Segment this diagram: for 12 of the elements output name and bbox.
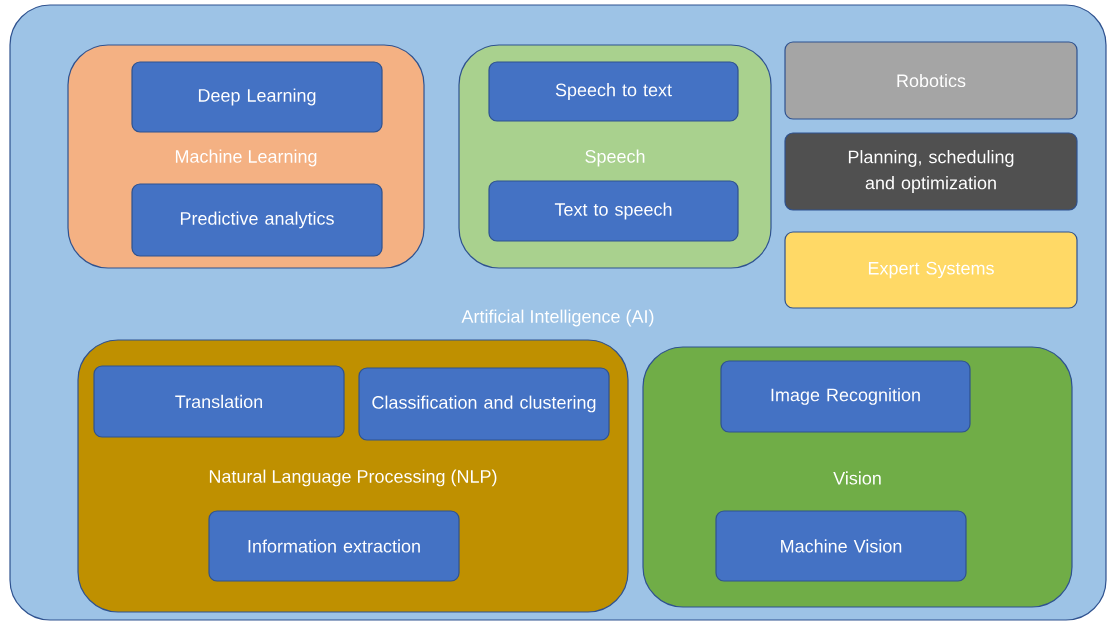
topic-box: Deep Learning — [131, 61, 383, 133]
topic-box: Expert Systems — [784, 231, 1078, 309]
topic-box: Information extraction — [208, 510, 460, 582]
topic-box: Text to speech — [488, 180, 739, 242]
topic-box: Translation — [93, 365, 345, 438]
topic-box: Machine Vision — [715, 510, 967, 582]
topic-box: Robotics — [784, 41, 1078, 120]
topic-box: Classification and clustering — [358, 367, 610, 441]
topic-box: Planning, scheduling and optimization — [784, 132, 1078, 211]
topic-box: Image Recognition — [720, 360, 971, 433]
topic-box: Speech to text — [488, 61, 739, 122]
topic-box: Predictive analytics — [131, 183, 383, 257]
